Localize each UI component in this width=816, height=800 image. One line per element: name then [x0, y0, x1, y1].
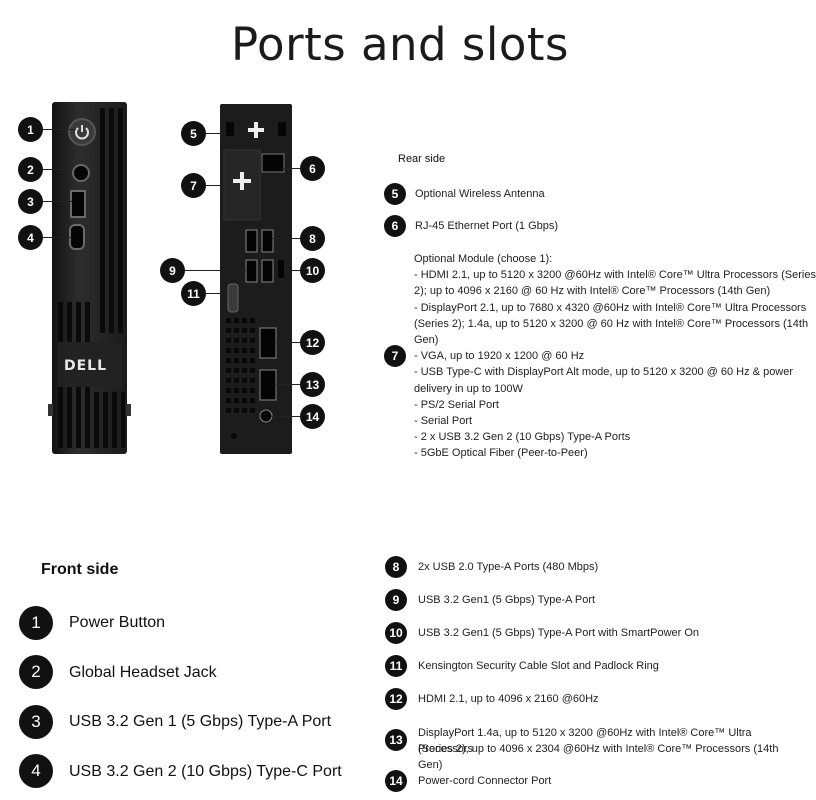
front-side-heading: Front side — [41, 561, 119, 578]
callout-badge: 12 — [300, 330, 325, 355]
callout-badge: 5 — [181, 121, 206, 146]
legend-label: DisplayPort 1.4a, up to 5120 x 3200 @60H… — [418, 727, 752, 755]
legend-badge: 5 — [384, 183, 406, 205]
desktop-front-view-icon: DELL — [48, 102, 131, 454]
leader-line — [282, 168, 304, 169]
leader-line — [206, 293, 228, 294]
module-line: Gen) — [414, 334, 439, 347]
legend-label: USB 3.2 Gen 1 (5 Gbps) Type-A Port — [69, 713, 332, 730]
legend-badge: 12 — [385, 688, 407, 710]
rear-panel-icon — [223, 122, 286, 439]
callout-badge: 10 — [300, 258, 325, 283]
optional-module-list: Optional Module (choose 1): - HDMI 2.1, … — [414, 251, 816, 462]
headset-jack-icon — [72, 164, 90, 182]
leader-line — [284, 270, 304, 271]
module-line: (Series 2); 1.4a, up to 5120 x 3200 @ 60… — [414, 317, 809, 330]
foot-icon — [126, 404, 131, 416]
foot-icon — [48, 404, 53, 416]
legend-badge: 13 — [385, 729, 407, 751]
callout-badge: 9 — [160, 258, 185, 283]
leader-line — [42, 201, 72, 202]
desktop-rear-view-icon — [220, 104, 292, 454]
dell-logo: DELL — [64, 358, 108, 374]
callout-badge: 8 — [300, 226, 325, 251]
leader-line — [205, 133, 227, 134]
legend-label: USB 3.2 Gen 2 (10 Gbps) Type-C Port — [69, 763, 342, 780]
legend-label: Power-cord Connector Port — [418, 775, 552, 787]
module-line: delivery in up to 100W — [414, 382, 523, 395]
module-line: - Serial Port — [414, 415, 473, 428]
leader-line — [276, 342, 304, 343]
callout-badge: 1 — [18, 117, 43, 142]
module-line: - 5GbE Optical Fiber (Peer-to-Peer) — [414, 447, 588, 460]
legend-label: USB 3.2 Gen1 (5 Gbps) Type-A Port with S… — [418, 627, 700, 639]
leader-line — [276, 384, 304, 385]
leader-line — [272, 238, 304, 239]
module-line: Optional Module (choose 1): — [414, 253, 553, 265]
legend-label: 2x USB 2.0 Type-A Ports (480 Mbps) — [418, 561, 599, 573]
legend-badge: 6 — [384, 215, 406, 237]
callout-badge: 2 — [18, 157, 43, 182]
leader-line — [184, 270, 246, 271]
leader-line — [42, 169, 72, 170]
legend-badge: 9 — [385, 589, 407, 611]
legend-label: Power Button — [69, 614, 166, 631]
legend-label: HDMI 2.1, up to 4096 x 2160 @60Hz — [418, 693, 599, 705]
legend-badge: 4 — [19, 754, 53, 788]
legend-badge: 3 — [19, 705, 53, 739]
legend-badge: 10 — [385, 622, 407, 644]
leader-line — [205, 185, 233, 186]
legend-label: Optional Wireless Antenna — [415, 188, 545, 200]
module-line: 2); up to 4096 x 2160 @ 60 Hz with Intel… — [414, 285, 771, 298]
module-line: - DisplayPort 2.1, up to 7680 x 4320 @60… — [414, 301, 807, 314]
module-line: - HDMI 2.1, up to 5120 x 3200 @60Hz with… — [414, 269, 816, 282]
callout-badge: 14 — [300, 404, 325, 429]
vent-grille-icon — [58, 108, 125, 448]
callout-badge: 6 — [300, 156, 325, 181]
page-title: Ports and slots — [231, 18, 569, 71]
legend-badge: 8 — [385, 556, 407, 578]
callout-badge: 7 — [181, 173, 206, 198]
callout-badge: 13 — [300, 372, 325, 397]
module-line: - USB Type-C with DisplayPort Alt mode, … — [414, 366, 794, 379]
legend-badge: 1 — [19, 606, 53, 640]
rear-side-heading: Rear side — [398, 153, 446, 165]
leader-line — [42, 237, 72, 238]
legend-badge: 7 — [384, 345, 406, 367]
module-line: - VGA, up to 1920 x 1200 @ 60 Hz — [414, 350, 585, 363]
module-line: - PS/2 Serial Port — [414, 398, 499, 411]
module-line: - 2 x USB 3.2 Gen 2 (10 Gbps) Type-A Por… — [414, 431, 631, 444]
legend-label: (Series 2), up to 4096 x 2304 @60Hz with… — [418, 743, 779, 771]
callout-badge: 4 — [18, 225, 43, 250]
leader-line — [272, 416, 304, 417]
legend-label: Global Headset Jack — [69, 664, 217, 681]
callout-badge: 11 — [181, 281, 206, 306]
callout-badge: 3 — [18, 189, 43, 214]
legend-badge: 11 — [385, 655, 407, 677]
legend-label: Kensington Security Cable Slot and Padlo… — [418, 660, 659, 672]
legend-badge: 14 — [385, 770, 407, 792]
leader-line — [42, 129, 76, 130]
legend-label: USB 3.2 Gen1 (5 Gbps) Type-A Port — [418, 594, 596, 606]
legend-badge: 2 — [19, 655, 53, 689]
legend-label: RJ-45 Ethernet Port (1 Gbps) — [415, 220, 559, 232]
usb-a-port-icon — [70, 190, 86, 218]
power-button-icon — [68, 118, 96, 146]
